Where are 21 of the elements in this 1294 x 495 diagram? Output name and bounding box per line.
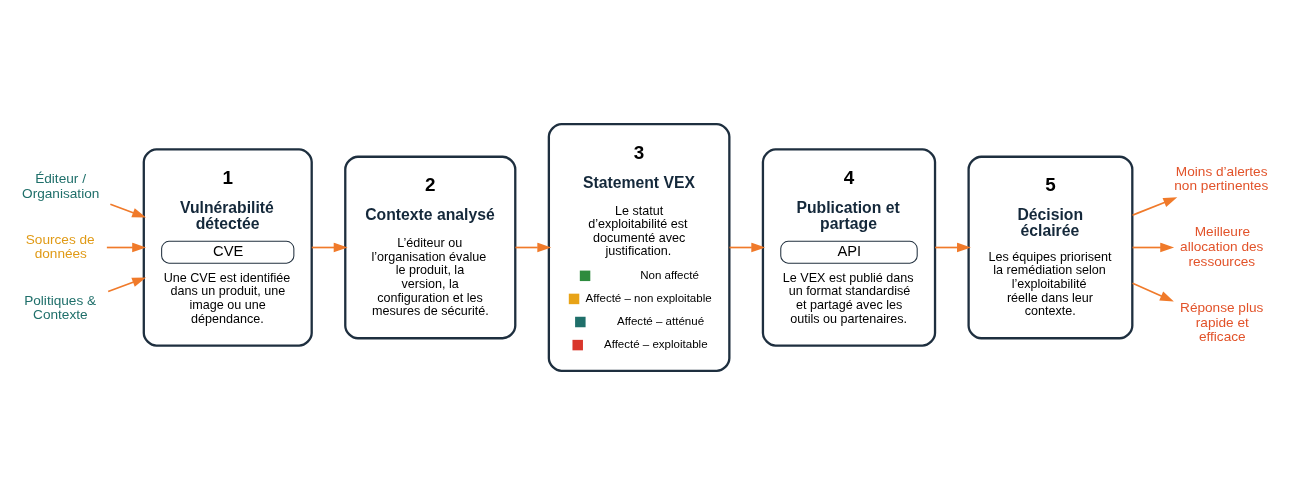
arrow bbox=[106, 277, 146, 293]
arrow bbox=[514, 242, 551, 253]
arrow bbox=[728, 242, 765, 253]
arrow bbox=[310, 242, 348, 253]
node-box: 1 Vulnérabilité détectée CVE Une CVE est identifiée dans un produit, une image ou une dépendance. bbox=[142, 148, 313, 347]
node-box: 3 Statement VEX Le statut d’exploitabilité est documenté avec justification. Non affecté Affecté – non exploitable Affecté – atténué Affecté – exploitable bbox=[547, 123, 730, 372]
node-text: Meilleure allocation des ressources bbox=[1179, 224, 1263, 269]
arrow bbox=[1131, 242, 1174, 253]
node-text: Politiques & Contexte bbox=[23, 292, 96, 323]
node-text: Moins d’alertes non pertinentes bbox=[1173, 163, 1268, 194]
arrow bbox=[933, 242, 971, 253]
node-box: 5 Décision éclairée Les équipes priorisent la remédiation selon l’exploitabilité réelle dans leur contexte. bbox=[966, 155, 1133, 340]
node-text: Sources de données bbox=[25, 231, 95, 262]
node-text: Éditeur / Organisation bbox=[21, 170, 99, 201]
node-box: 2 Contexte analysé L’éditeur ou l’organisation évalue le produit, la version, la configuration et les mesures de sécurité. bbox=[343, 155, 516, 340]
arrow bbox=[105, 242, 146, 253]
arrow bbox=[109, 203, 146, 218]
node-box: 4 Publication et partage API Le VEX est publié dans un format standardisé et partagé avec les outils ou partenaires. bbox=[761, 148, 936, 347]
arrow bbox=[1131, 282, 1174, 302]
node-text: Réponse plus rapide et efficace bbox=[1179, 299, 1263, 345]
arrow bbox=[1131, 197, 1177, 217]
